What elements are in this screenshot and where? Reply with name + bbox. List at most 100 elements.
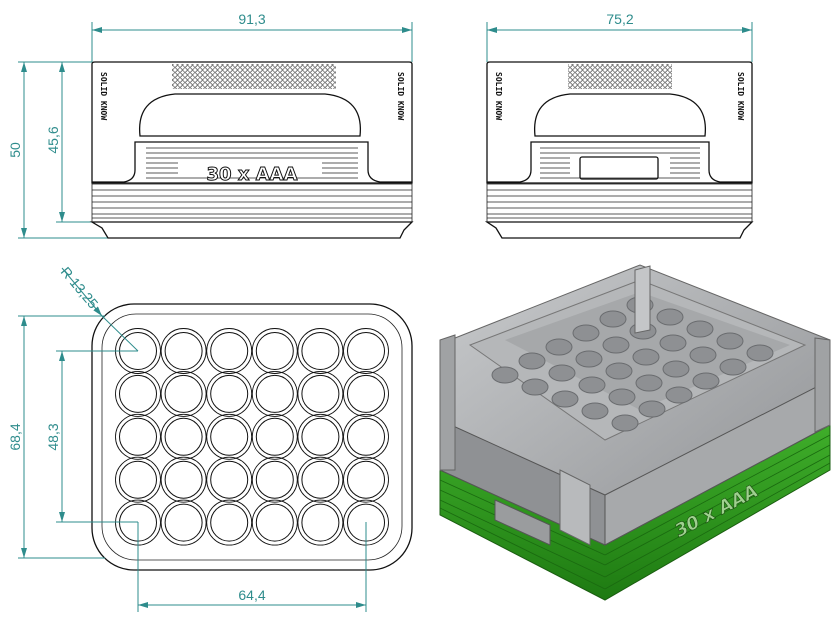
render-cell xyxy=(602,336,630,354)
render-cell xyxy=(719,358,747,376)
radius-dimension: R 13,25 xyxy=(58,264,102,312)
cell-hole xyxy=(347,374,385,413)
render-cell xyxy=(656,308,684,326)
cell-outline xyxy=(206,370,253,417)
front-view: 91,3 50 45,6 30 x AAA SOLID KNOW SOLID K… xyxy=(7,11,414,239)
width-dimension: 91,3 xyxy=(238,11,265,27)
render-view: 30 x AAA xyxy=(439,264,831,601)
cell-outline xyxy=(297,499,344,546)
side-view: 75,2 SOLID KNOW SOLID KNOW xyxy=(484,11,754,239)
outline xyxy=(91,303,413,571)
cell-hole xyxy=(301,417,340,456)
render-cell xyxy=(572,324,600,342)
side-width-dimension: 75,2 xyxy=(606,11,633,27)
cell-outline xyxy=(297,413,344,460)
cell-outline xyxy=(343,328,389,374)
cell-hole xyxy=(210,417,249,456)
cell-hole xyxy=(164,417,203,456)
pitch-height-dimension: 48,3 xyxy=(45,423,61,450)
render-cell xyxy=(665,386,693,404)
cell-hole xyxy=(255,417,294,456)
side-brand-right: SOLID KNOW xyxy=(736,72,745,120)
side-slot xyxy=(579,156,659,180)
render-cell xyxy=(638,400,666,418)
cell-outline xyxy=(251,328,298,374)
cell-hole xyxy=(164,374,203,413)
render-cell xyxy=(491,366,519,384)
cell-outline xyxy=(160,456,207,503)
cell-outline xyxy=(251,370,298,417)
cell-outline xyxy=(115,456,161,503)
cell-outline xyxy=(297,370,344,417)
cell-hole xyxy=(119,417,157,456)
brand-right: SOLID KNOW xyxy=(396,72,405,120)
cell-hole xyxy=(210,374,249,413)
cell-hole xyxy=(255,503,294,542)
cell-outline xyxy=(343,456,389,503)
cell-outline xyxy=(160,370,207,417)
cell-hole xyxy=(301,503,340,542)
cell-outline xyxy=(115,413,161,460)
render-cell xyxy=(692,372,720,390)
battery-cells xyxy=(115,328,389,546)
cell-hole xyxy=(119,460,157,499)
render-cell xyxy=(659,334,687,352)
cell-hole xyxy=(255,374,294,413)
render-cell xyxy=(605,362,633,380)
render-cell xyxy=(686,320,714,338)
cell-hole xyxy=(210,460,249,499)
cell-outline xyxy=(251,499,298,546)
cell-hole xyxy=(301,460,340,499)
render-cell xyxy=(608,388,636,406)
render-cell xyxy=(635,374,663,392)
top-height-dimension: 68,4 xyxy=(7,423,23,450)
cell-outline xyxy=(206,328,253,374)
render-cell xyxy=(632,348,660,366)
cell-hole xyxy=(164,460,203,499)
render-cell xyxy=(548,364,576,382)
cell-hole xyxy=(301,374,340,413)
cell-hole xyxy=(347,417,385,456)
render-cell xyxy=(581,402,609,420)
cell-hole xyxy=(210,503,249,542)
cell-hole xyxy=(347,332,385,370)
render-cell xyxy=(575,350,603,368)
cell-outline xyxy=(297,456,344,503)
top-view: R 13,25 68,4 48,3 64,4 xyxy=(7,264,413,612)
cell-hole xyxy=(210,332,249,370)
vent-pattern xyxy=(172,64,336,89)
front-label: 30 x AAA xyxy=(207,164,298,185)
render-cell xyxy=(746,344,774,362)
cell-hole xyxy=(301,332,340,370)
cell-hole xyxy=(347,460,385,499)
render-cell xyxy=(578,376,606,394)
render-cell xyxy=(611,414,639,432)
cell-outline xyxy=(206,456,253,503)
cell-outline xyxy=(160,413,207,460)
cell-outline xyxy=(343,413,389,460)
cell-outline xyxy=(251,456,298,503)
height-dimension: 50 xyxy=(7,142,23,158)
cell-hole xyxy=(255,332,294,370)
pitch-width-dimension: 64,4 xyxy=(238,587,265,603)
handle-cutout xyxy=(138,93,362,137)
render-cell xyxy=(662,360,690,378)
cell-outline xyxy=(160,328,207,374)
cell-outline xyxy=(160,499,207,546)
cell-outline xyxy=(251,413,298,460)
cell-outline xyxy=(115,370,161,417)
render-cell xyxy=(689,346,717,364)
render-cell xyxy=(599,310,627,328)
cell-outline xyxy=(343,370,389,417)
side-brand-left: SOLID KNOW xyxy=(494,72,503,120)
cell-hole xyxy=(164,332,203,370)
inner-height-dimension: 45,6 xyxy=(45,126,61,153)
render-cell xyxy=(521,378,549,396)
render-cells xyxy=(491,296,774,432)
cell-outline xyxy=(206,499,253,546)
cell-outline xyxy=(297,328,344,374)
render-cell xyxy=(716,332,744,350)
brand-left: SOLID KNOW xyxy=(99,72,108,120)
cell-hole xyxy=(119,374,157,413)
